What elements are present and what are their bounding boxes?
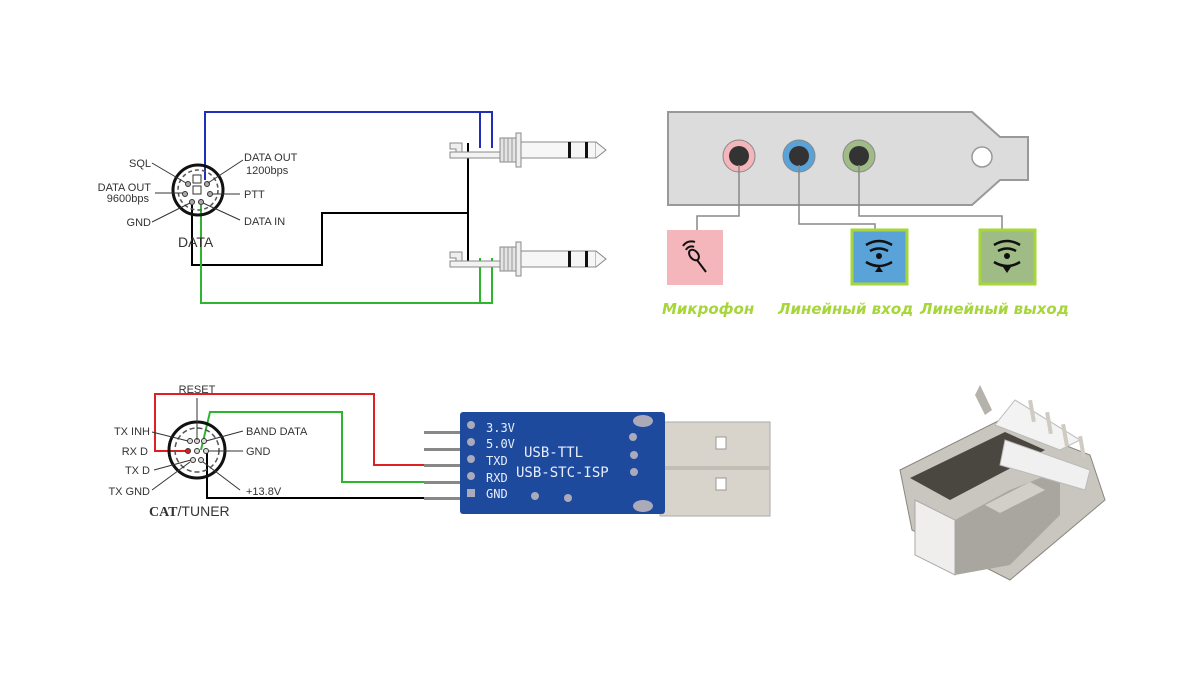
- audio-jack-line-out: [842, 139, 876, 173]
- pin-label-sql: SQL: [129, 158, 151, 170]
- pin-label-tx-d: TX D: [125, 465, 150, 477]
- cat-wiring: [154, 393, 428, 499]
- wire-rx: [154, 393, 428, 466]
- pin-label-tx-inh: TX INH: [114, 426, 150, 438]
- usb-ttl-adapter: [424, 412, 771, 517]
- data-connector-title: DATA: [178, 234, 214, 250]
- pin-label-band-data: BAND DATA: [246, 426, 308, 438]
- wire-gnd: [191, 205, 468, 266]
- cat-title-bold: CAT: [149, 505, 178, 520]
- jack-leader-lines: [696, 165, 1003, 230]
- wire-tx: [200, 411, 428, 483]
- audio-jack-mic: [722, 139, 756, 173]
- usb-pin-label-gnd: GND: [486, 487, 508, 501]
- pin-label-power: +13.8V: [246, 486, 282, 498]
- pin-label-ptt: PTT: [244, 189, 265, 201]
- pin-label-data-in: DATA IN: [244, 216, 285, 228]
- port-label-line-out: Линейный выход: [919, 300, 1069, 318]
- pin-label-cat-gnd: GND: [246, 446, 271, 458]
- pin-label-data-out-9600-rate: 9600bps: [107, 193, 150, 205]
- audio-jack-line-in: [782, 139, 816, 173]
- data-wiring: [191, 111, 493, 304]
- port-label-line-in: Линейный вход: [777, 300, 913, 318]
- pin-label-data-out-1200-rate: 1200bps: [246, 165, 289, 177]
- pin-label-rx-d: RX D: [122, 446, 148, 458]
- pin-label-data-out-9600: DATA OUT: [98, 182, 152, 194]
- usb-ttl-title: USB-TTL: [524, 445, 583, 461]
- usb-pin-label-5v0: 5.0V: [486, 437, 515, 451]
- usb-pin-label-rxd: RXD: [486, 471, 508, 485]
- cat-title-rest: /TUNER: [178, 503, 230, 519]
- data-din-connector: [151, 159, 244, 223]
- mic-port-tile: [667, 230, 723, 285]
- wire-data-out: [204, 111, 493, 180]
- pin-label-gnd: GND: [127, 217, 152, 229]
- usb-a-socket-photo: [899, 385, 1106, 581]
- cat-connector-title: CAT/TUNER: [149, 503, 230, 520]
- usb-ttl-subtitle: USB-STC-ISP: [516, 465, 609, 481]
- port-label-mic: Микрофон: [662, 300, 754, 318]
- line-out-port-tile: [978, 228, 1037, 286]
- pin-label-reset: RESET: [179, 384, 216, 396]
- line-in-port-tile: [850, 228, 909, 286]
- jack-plug-top: [449, 132, 607, 168]
- microphone-icon: [682, 240, 707, 273]
- pin-label-tx-gnd: TX GND: [108, 486, 150, 498]
- cat-din-connector: [151, 398, 244, 491]
- line-out-icon: [993, 239, 1021, 268]
- wire-data-in: [200, 205, 493, 304]
- pin-label-data-out-1200: DATA OUT: [244, 152, 298, 164]
- jack-plug-bottom: [449, 241, 607, 277]
- wire-gnd-cat: [206, 452, 428, 499]
- usb-pin-label-txd: TXD: [486, 454, 508, 468]
- usb-pin-label-3v3: 3.3V: [486, 421, 515, 435]
